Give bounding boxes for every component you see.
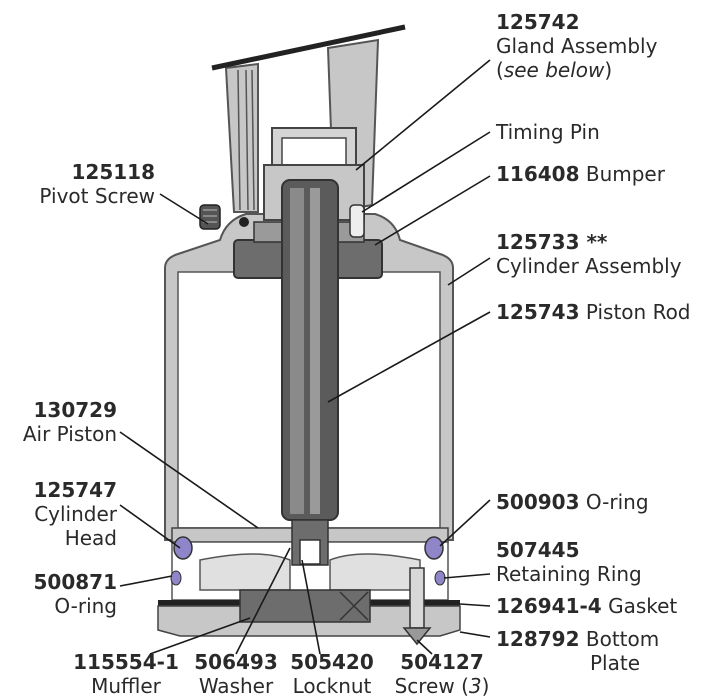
leader-oring-lower	[119, 575, 173, 587]
bottom-plate-name-line2: Plate	[590, 651, 641, 675]
cylinder-head-name-line1: Cylinder	[34, 502, 117, 526]
leader-oring-upper	[439, 499, 491, 547]
gland-note-italic: see below	[503, 58, 605, 82]
leader-bottom-plate	[459, 631, 491, 638]
air-piston-name: Air Piston	[22, 422, 117, 446]
leader-bumper	[374, 175, 491, 246]
leader-screw	[416, 639, 433, 655]
bottom-plate-part-number: 128792	[496, 627, 580, 651]
retaining-ring-part-number: 507445	[496, 538, 580, 562]
oring-upper-name: O-ring	[585, 490, 649, 514]
leader-washer	[235, 547, 291, 655]
screw-name: Screw (3)	[394, 674, 490, 698]
pivot-screw-callout: 125118 Pivot Screw	[39, 160, 155, 208]
retaining-ring-callout: 507445 Retaining Ring	[496, 538, 642, 586]
air-piston-callout: 130729 Air Piston	[23, 398, 117, 446]
o-rings	[170, 536, 446, 586]
washer-name: Washer	[198, 674, 274, 698]
gasket-part-number: 126941-4	[496, 594, 602, 618]
gland-part-number: 125742	[496, 10, 580, 34]
leader-locknut	[301, 559, 321, 655]
air-piston-part-number: 130729	[33, 398, 118, 422]
oring-lower-callout: 500871 O-ring	[34, 570, 118, 618]
leader-pivot-screw	[159, 193, 209, 225]
leader-cylinder-head	[119, 504, 181, 549]
piston-rod-callout: 125743 Piston Rod	[496, 300, 691, 324]
screw-part-number: 504127	[400, 650, 484, 674]
gland-name: Gland Assembly	[496, 34, 658, 58]
gland-note: (see below)	[496, 58, 613, 82]
leader-retaining-ring	[443, 573, 491, 579]
pivot-screw-name: Pivot Screw	[39, 184, 155, 208]
washer-part-number: 506493	[194, 650, 278, 674]
cylinder-assembly-part-number: 125733 **	[496, 230, 608, 254]
cylinder-assembly-callout: 125733 ** Cylinder Assembly	[496, 230, 682, 278]
bumper-callout: 116408 Bumper	[496, 162, 665, 186]
muffler-name: Muffler	[91, 674, 161, 698]
cylinder-head	[171, 519, 449, 601]
leader-muffler	[149, 617, 251, 655]
screw-callout: 504127 Screw (3)	[386, 650, 498, 698]
locknut-callout: 505420 Locknut	[284, 650, 380, 698]
locknut-name: Locknut	[292, 674, 372, 698]
oring-upper-part-number: 500903	[496, 490, 580, 514]
leader-piston-rod	[327, 311, 491, 403]
leader-gland	[355, 59, 491, 171]
piston-rod-name: Piston Rod	[585, 300, 691, 324]
cylinder-head-name-line2: Head	[64, 526, 117, 550]
leader-lines	[119, 59, 491, 655]
leader-cylinder-assembly	[447, 257, 491, 286]
gasket-name: Gasket	[608, 594, 678, 618]
washer-callout: 506493 Washer	[188, 650, 284, 698]
oring-lower-part-number: 500871	[33, 570, 118, 594]
muffler-part-number: 115554-1	[73, 650, 179, 674]
gasket-callout: 126941-4 Gasket	[496, 594, 677, 618]
leader-gasket	[459, 603, 491, 607]
bumper-name: Bumper	[585, 162, 665, 186]
cylinder-head-part-number: 125747	[33, 478, 118, 502]
muffler	[239, 589, 371, 623]
piston-rod-part-number: 125743	[496, 300, 580, 324]
bottom-plate-callout: 128792 Bottom Plate	[496, 627, 659, 675]
oring-lower-name: O-ring	[54, 594, 117, 618]
timing-pin-callout: Timing Pin	[496, 120, 600, 144]
gland-assembly-callout: 125742 Gland Assembly (see below)	[496, 10, 657, 82]
retaining-ring-name: Retaining Ring	[496, 562, 642, 586]
bumper-part-number: 116408	[496, 162, 580, 186]
leader-timing-pin	[361, 131, 491, 213]
leader-air-piston	[119, 431, 259, 529]
cylinder-assembly-name: Cylinder Assembly	[496, 254, 682, 278]
bottom-screw	[402, 567, 432, 646]
timing-pin-name: Timing Pin	[496, 120, 600, 144]
bottom-plate-name-line1: Bottom	[585, 627, 660, 651]
piston-rod	[281, 179, 339, 521]
locknut-part-number: 505420	[290, 650, 374, 674]
muffler-callout: 115554-1 Muffler	[64, 650, 188, 698]
oring-upper-callout: 500903 O-ring	[496, 490, 649, 514]
cylinder-head-callout: 125747 Cylinder Head	[34, 478, 118, 550]
screw-count-italic: 3	[468, 674, 482, 698]
pivot-screw-part-number: 125118	[71, 160, 156, 184]
